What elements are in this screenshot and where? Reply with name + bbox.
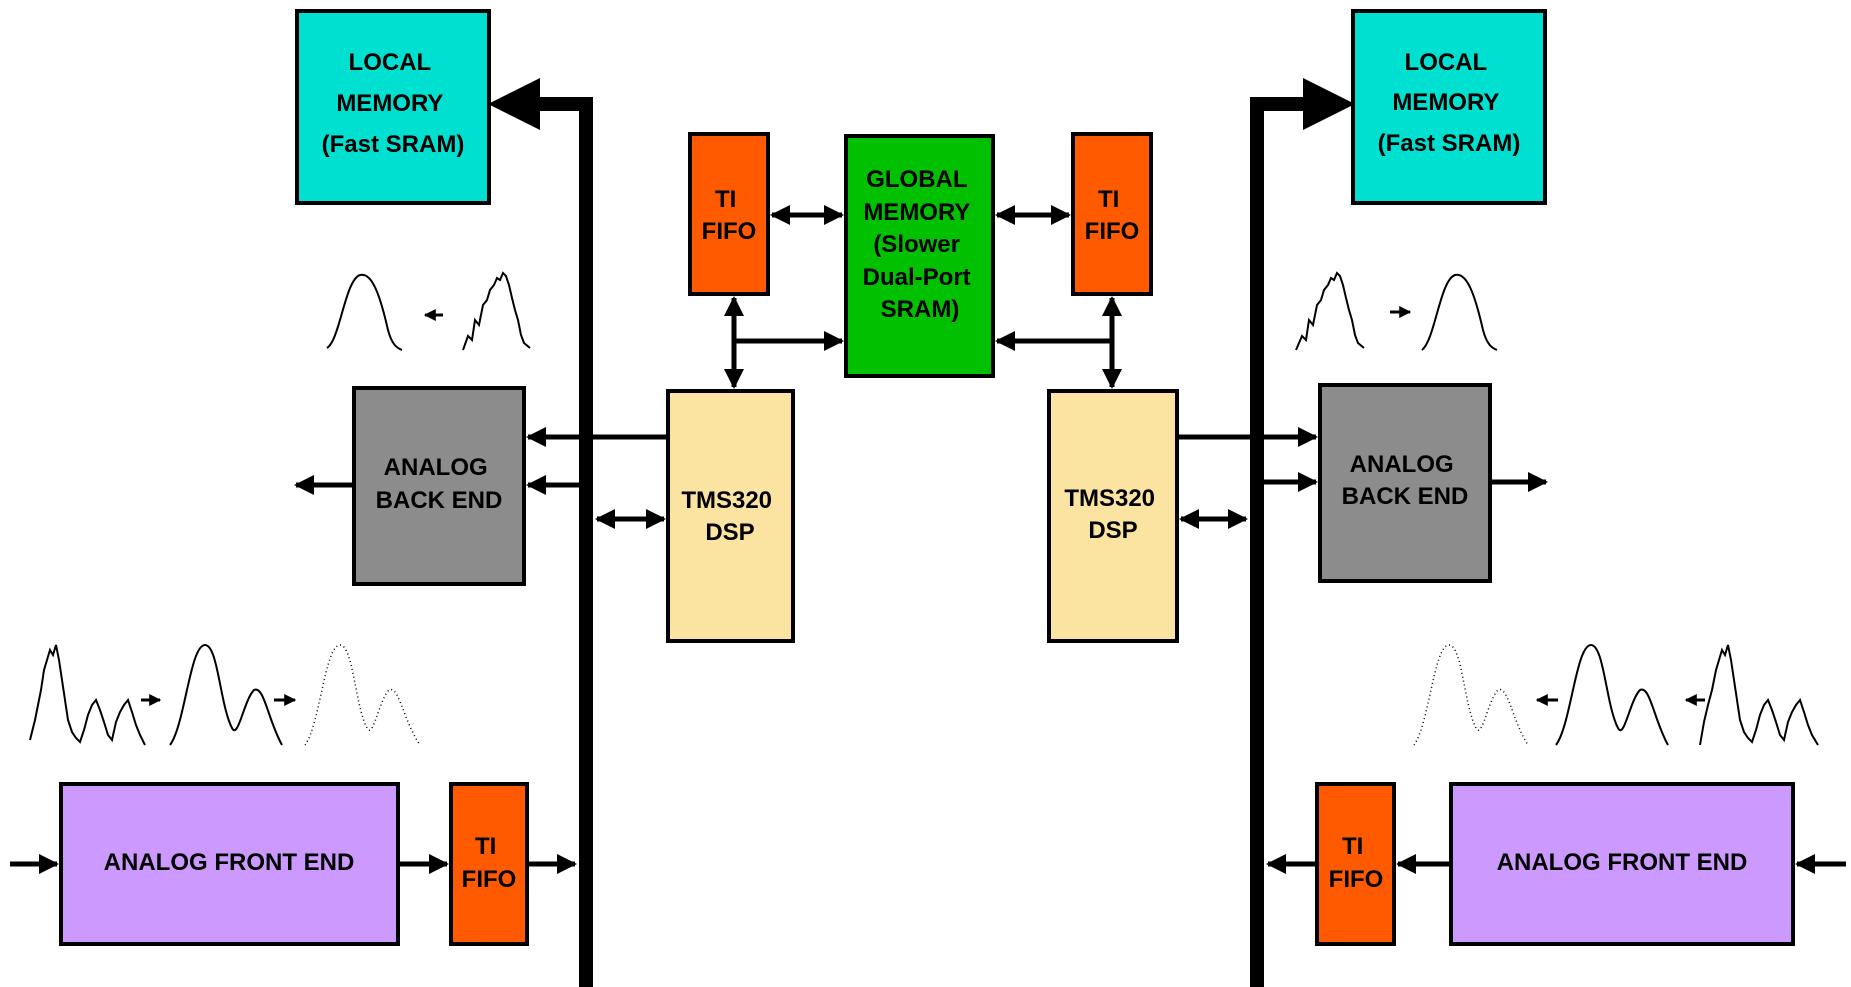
fifo-top-right-label: TI FIFO — [1085, 186, 1140, 245]
global-memory-label: GLOBAL MEMORY (Slower Dual-Port SRAM) — [863, 166, 978, 323]
front-end-left-label: ANALOG FRONT END — [104, 849, 355, 876]
fifo-top-left-label: TI FIFO — [702, 186, 757, 245]
dsp-right-box — [1047, 389, 1179, 643]
left-backend-waveform-sketch — [326, 271, 531, 351]
back-end-right-label: ANALOG BACK END — [1342, 451, 1469, 510]
left-frontend-waveform-sketch — [29, 643, 421, 746]
right-frontend-waveform-sketch — [1413, 643, 1819, 746]
fifo-bottom-right-label: TI FIFO — [1329, 833, 1384, 893]
front-end-right-label: ANALOG FRONT END — [1497, 849, 1748, 876]
dsp-left-label: TMS320 DSP — [681, 487, 778, 546]
right-bus-to-local-memory-arrow — [1250, 78, 1355, 130]
left-bus-to-local-memory-arrow — [488, 78, 593, 130]
fifo-bottom-left-box — [449, 782, 529, 946]
fifo-top-right-box — [1071, 132, 1153, 296]
local-memory-left-box — [295, 9, 491, 205]
back-end-left-label: ANALOG BACK END — [376, 454, 503, 514]
fifo-bottom-left-label: TI FIFO — [462, 833, 517, 893]
right-backend-waveform-sketch — [1295, 271, 1498, 351]
dsp-left-box — [666, 389, 795, 643]
local-memory-left-label: LOCAL MEMORY (Fast SRAM) — [322, 49, 465, 158]
back-end-left-box — [352, 386, 526, 586]
dsp-right-label: TMS320 DSP — [1064, 485, 1161, 544]
front-end-left-box — [59, 782, 400, 946]
local-memory-right-box — [1351, 9, 1547, 205]
left-bus — [579, 97, 593, 987]
right-bus — [1250, 97, 1264, 987]
fifo-top-left-box — [688, 132, 770, 296]
fifo-bottom-right-box — [1315, 782, 1396, 946]
local-memory-right-label: LOCAL MEMORY (Fast SRAM) — [1378, 49, 1521, 157]
global-memory-box — [844, 134, 995, 378]
